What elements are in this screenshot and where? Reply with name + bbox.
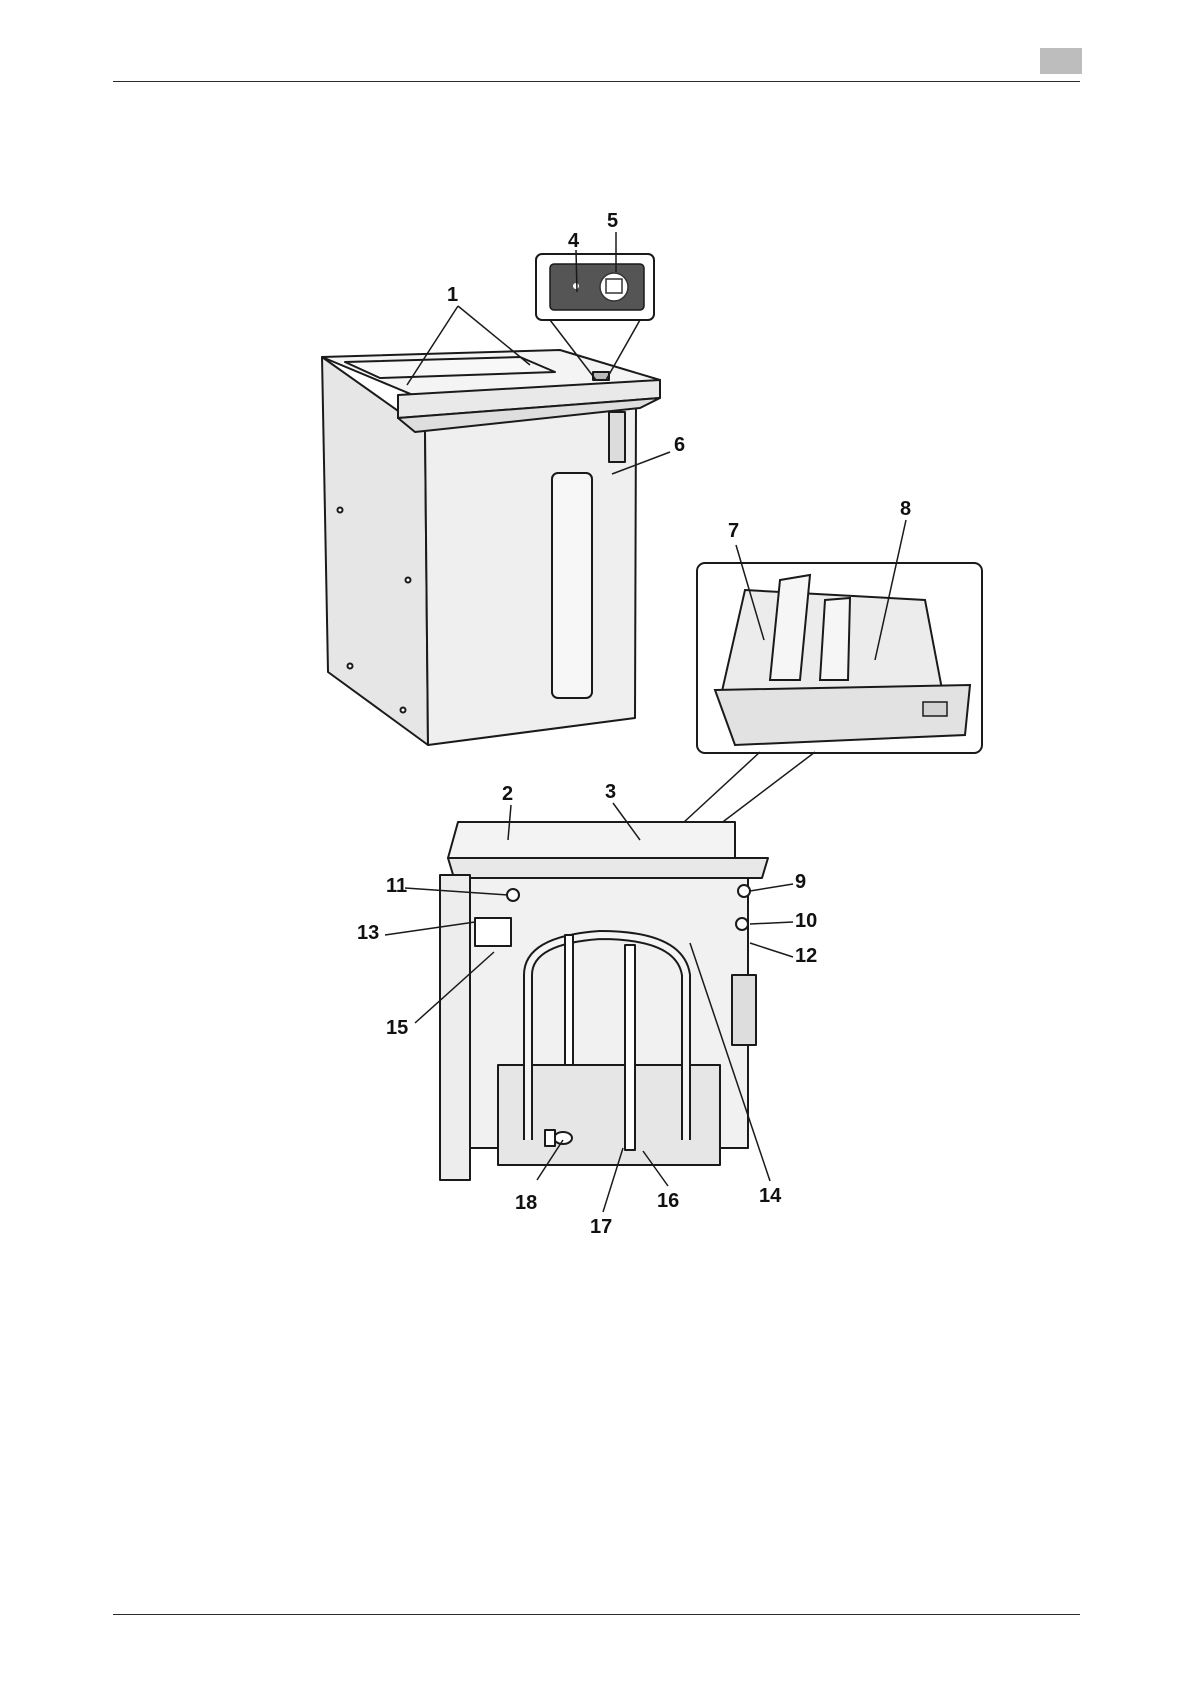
callout-10: 10 xyxy=(795,910,817,932)
callout-9: 9 xyxy=(795,871,806,893)
callout-6: 6 xyxy=(674,434,685,456)
unit-top-view xyxy=(322,350,660,745)
callout-15: 15 xyxy=(386,1017,408,1039)
callout-8: 8 xyxy=(900,498,911,520)
callout-17: 17 xyxy=(590,1216,612,1238)
callout-16: 16 xyxy=(657,1190,679,1212)
unit-front-view xyxy=(440,822,768,1180)
callout-18: 18 xyxy=(515,1192,537,1214)
callout-13: 13 xyxy=(357,922,379,944)
callout-11: 11 xyxy=(386,875,407,897)
callout-1: 1 xyxy=(447,284,458,306)
callout-14: 14 xyxy=(759,1185,782,1207)
callout-5: 5 xyxy=(607,210,618,232)
callout-12: 12 xyxy=(795,945,817,967)
callout-3: 3 xyxy=(605,781,616,803)
footer-rule xyxy=(113,1614,1080,1615)
callout-2: 2 xyxy=(502,783,513,805)
callout-4: 4 xyxy=(568,230,580,252)
callout-7: 7 xyxy=(728,520,739,542)
internal-inset xyxy=(670,563,982,843)
